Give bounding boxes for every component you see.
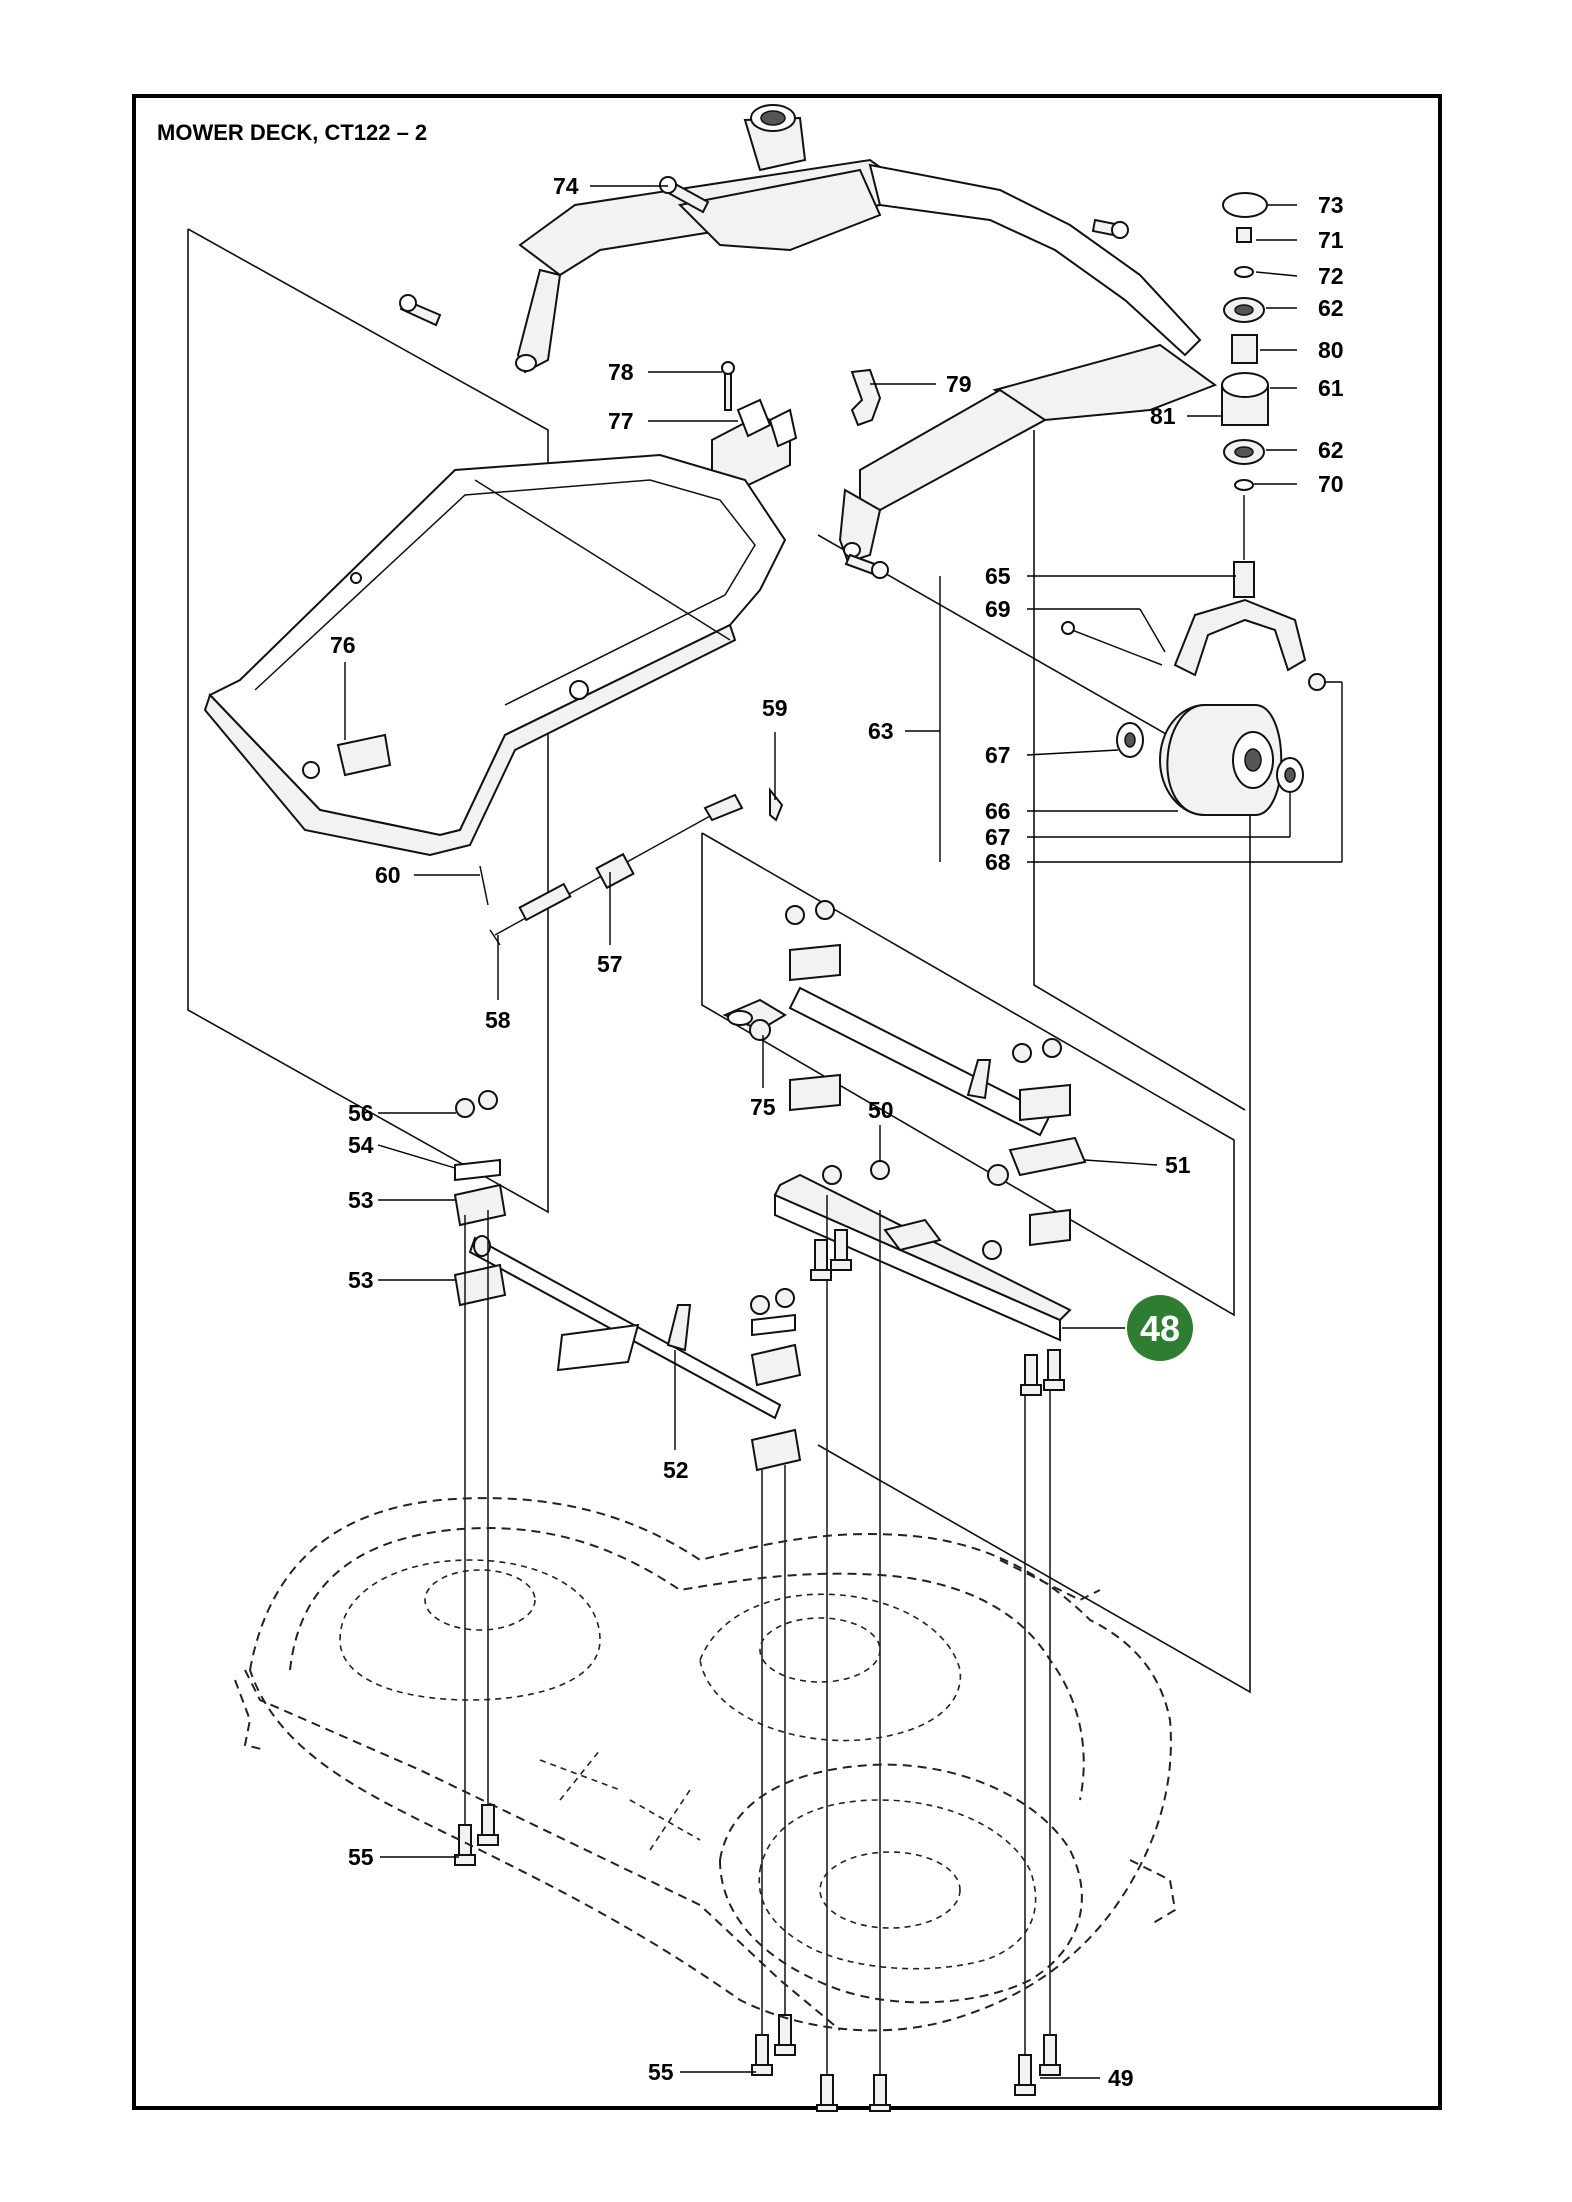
callout-68: 68 <box>985 849 1011 875</box>
bracket-77 <box>711 361 798 490</box>
diagram-title: MOWER DECK, CT122 – 2 <box>157 120 427 145</box>
rear-lift-frame <box>203 453 787 857</box>
highlight-badge-circle <box>1127 1295 1193 1361</box>
mower-deck-phantom <box>234 1497 1177 2032</box>
callout-58: 58 <box>485 1007 511 1033</box>
front-lift-frame <box>399 104 1218 579</box>
highlight-badge-label: 48 <box>1140 1308 1180 1349</box>
callout-57: 57 <box>597 951 623 977</box>
callout-74: 74 <box>553 173 579 199</box>
callout-62-upper: 62 <box>1318 295 1344 321</box>
callout-81: 81 <box>1150 403 1176 429</box>
clip-79 <box>850 368 882 427</box>
lift-rod <box>479 787 784 946</box>
callout-63: 63 <box>868 718 894 744</box>
rear-hanger <box>453 1090 802 1472</box>
callout-55-bottom: 55 <box>648 2059 674 2085</box>
callout-73: 73 <box>1318 192 1344 218</box>
callout-69: 69 <box>985 596 1011 622</box>
callout-55-left: 55 <box>348 1844 374 1870</box>
group-box-caster <box>1033 430 1246 1111</box>
callout-54: 54 <box>348 1132 374 1158</box>
callout-60: 60 <box>375 862 401 888</box>
callout-59: 59 <box>762 695 788 721</box>
callout-labels: 73 71 72 62 80 61 81 62 70 74 78 77 79 7… <box>330 173 1344 2091</box>
callout-79: 79 <box>946 371 972 397</box>
group-box-left <box>187 228 549 1214</box>
callout-62-lower: 62 <box>1318 437 1344 463</box>
callout-65: 65 <box>985 563 1011 589</box>
caster-assembly <box>1061 192 1326 816</box>
callout-53-lower: 53 <box>348 1267 374 1293</box>
callout-77: 77 <box>608 408 634 434</box>
deck-bolts <box>454 1229 1065 2112</box>
callout-56: 56 <box>348 1100 374 1126</box>
callout-53-upper: 53 <box>348 1187 374 1213</box>
callout-50: 50 <box>868 1097 894 1123</box>
callout-leaders <box>344 185 1343 2079</box>
callout-52: 52 <box>663 1457 689 1483</box>
front-hanger <box>722 900 1087 1247</box>
callout-66: 66 <box>985 798 1011 824</box>
callout-71: 71 <box>1318 227 1344 253</box>
callout-67-upper: 67 <box>985 742 1011 768</box>
callout-70: 70 <box>1318 471 1344 497</box>
callout-76: 76 <box>330 632 356 658</box>
callout-72: 72 <box>1318 263 1344 289</box>
callout-49: 49 <box>1108 2065 1134 2091</box>
callout-80: 80 <box>1318 337 1344 363</box>
group-box-hanger <box>701 832 1235 1317</box>
highlight-badge-48[interactable]: 48 <box>1127 1295 1193 1361</box>
callout-67-lower: 67 <box>985 824 1011 850</box>
callout-61: 61 <box>1318 375 1344 401</box>
callout-51: 51 <box>1165 1152 1191 1178</box>
diagram-frame <box>132 94 1442 2110</box>
callout-75: 75 <box>750 1094 776 1120</box>
illustration <box>187 104 1326 2112</box>
callout-78: 78 <box>608 359 634 385</box>
